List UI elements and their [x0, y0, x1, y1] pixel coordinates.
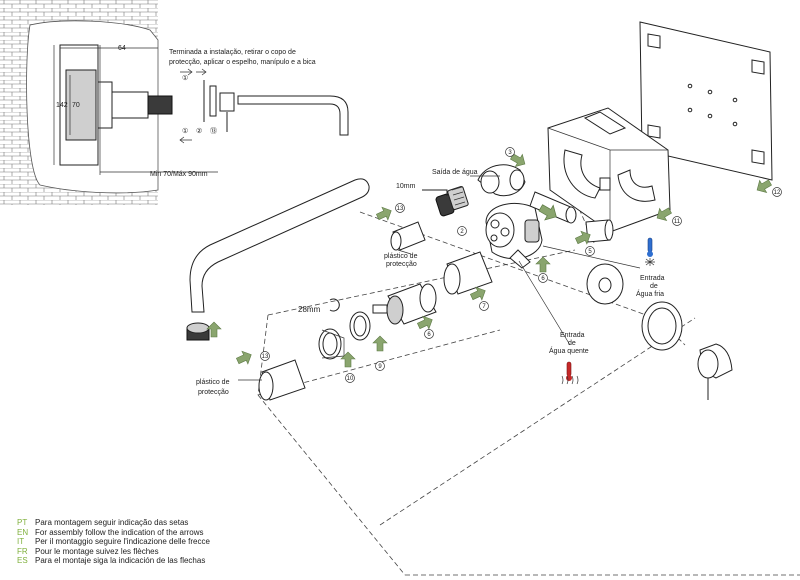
label-plastic-lower-2: protecção [198, 389, 229, 396]
svg-text:13: 13 [397, 206, 404, 212]
clip-28mm: 28mm [298, 298, 340, 314]
cartridge-section [111, 91, 149, 119]
svg-text:5: 5 [588, 249, 592, 255]
mixer-body [485, 202, 543, 269]
nut-9 [349, 311, 371, 341]
aerator [186, 322, 210, 341]
size-28: 28mm [298, 305, 321, 314]
callout-numbers: 2 3 6 5 7 6 9 10 11 12 13 13 [260, 147, 782, 383]
inset-step-1: ① [182, 74, 188, 82]
label-quente-2: de [568, 340, 576, 347]
label-plastic-upper-2: protecção [386, 261, 417, 268]
outlet-elbow [477, 164, 526, 197]
callout-5: 5 [585, 246, 595, 256]
handle-piece [219, 92, 235, 112]
label-fria-3: Água fria [636, 289, 664, 298]
label-quente-3: Água quente [549, 346, 589, 355]
arrow-13-lower [234, 347, 255, 368]
escutcheon [586, 263, 624, 305]
callout-6: 7 [479, 301, 489, 311]
svg-text:13: 13 [262, 354, 269, 360]
wall-section-inset: 64 142 70 Min 70/Máx 90mm ① ① ② ⑬ Termin… [0, 0, 349, 205]
spout [186, 178, 370, 341]
label-quente-1: Entrada [560, 332, 585, 339]
dim-left-inner: 70 [72, 102, 80, 109]
inset-note-line-2: protecção, aplicar o espelho, manípulo e… [169, 59, 316, 66]
svg-text:10: 10 [347, 376, 354, 382]
arrow-9 [372, 335, 388, 352]
dim-left-outer: 142 [56, 102, 68, 109]
label-plastic-lower-1: plástico de [196, 379, 230, 386]
trim-flange [641, 301, 683, 351]
hex-key: 10mm [396, 183, 448, 196]
cartridge-parts: 28mm [298, 251, 493, 360]
callout-10: 10 [345, 373, 355, 383]
callout-13-lower: 13 [260, 351, 270, 361]
label-fria-2: de [650, 283, 658, 290]
min-max-label: Min 70/Máx 90mm [150, 171, 208, 178]
inlet-fittings [529, 191, 614, 243]
svg-text:9: 9 [378, 364, 382, 370]
callout-9: 9 [375, 361, 385, 371]
callout-12: 12 [772, 187, 782, 197]
arrow-6 [535, 256, 551, 273]
spout-piece [237, 95, 349, 136]
handle [697, 343, 733, 400]
label-saida: Saída de água [432, 169, 478, 176]
label-fria-1: Entrada [640, 275, 665, 282]
cold-thermometer [645, 237, 655, 266]
inset-step-2: ② [196, 127, 202, 135]
callout-8: 6 [424, 329, 434, 339]
svg-text:2: 2 [460, 229, 464, 235]
dim-top: 64 [118, 45, 126, 52]
svg-text:6: 6 [541, 276, 545, 282]
arrow-10 [340, 351, 356, 368]
mounting-plate [639, 21, 773, 181]
ring-10 [318, 328, 345, 360]
inset-step-1b: ① [182, 127, 188, 135]
protection-cap-lower [258, 359, 306, 401]
svg-text:7: 7 [482, 304, 486, 310]
threaded-union [435, 186, 469, 217]
inset-step-13: ⑬ [210, 127, 217, 135]
hot-thermometer [561, 361, 579, 385]
svg-text:6: 6 [427, 332, 431, 338]
callout-13-upper: 13 [395, 203, 405, 213]
callout-4: 6 [538, 273, 548, 283]
wrench-size: 10mm [396, 183, 416, 190]
sleeve-7 [443, 251, 493, 295]
cartridge-8 [372, 283, 437, 325]
protective-housing [547, 107, 671, 233]
callout-11: 11 [672, 216, 682, 226]
protection-cap-upper [390, 221, 426, 251]
inset-note-line-1: Terminada a instalação, retirar o copo d… [169, 49, 296, 56]
svg-text:3: 3 [508, 150, 512, 156]
label-plastic-upper-1: plástico de [384, 253, 418, 260]
svg-text:12: 12 [774, 190, 781, 196]
mixer-body-section [65, 69, 97, 141]
callout-1: 2 [457, 226, 467, 236]
svg-text:11: 11 [674, 219, 681, 225]
callout-3: 3 [505, 147, 515, 157]
